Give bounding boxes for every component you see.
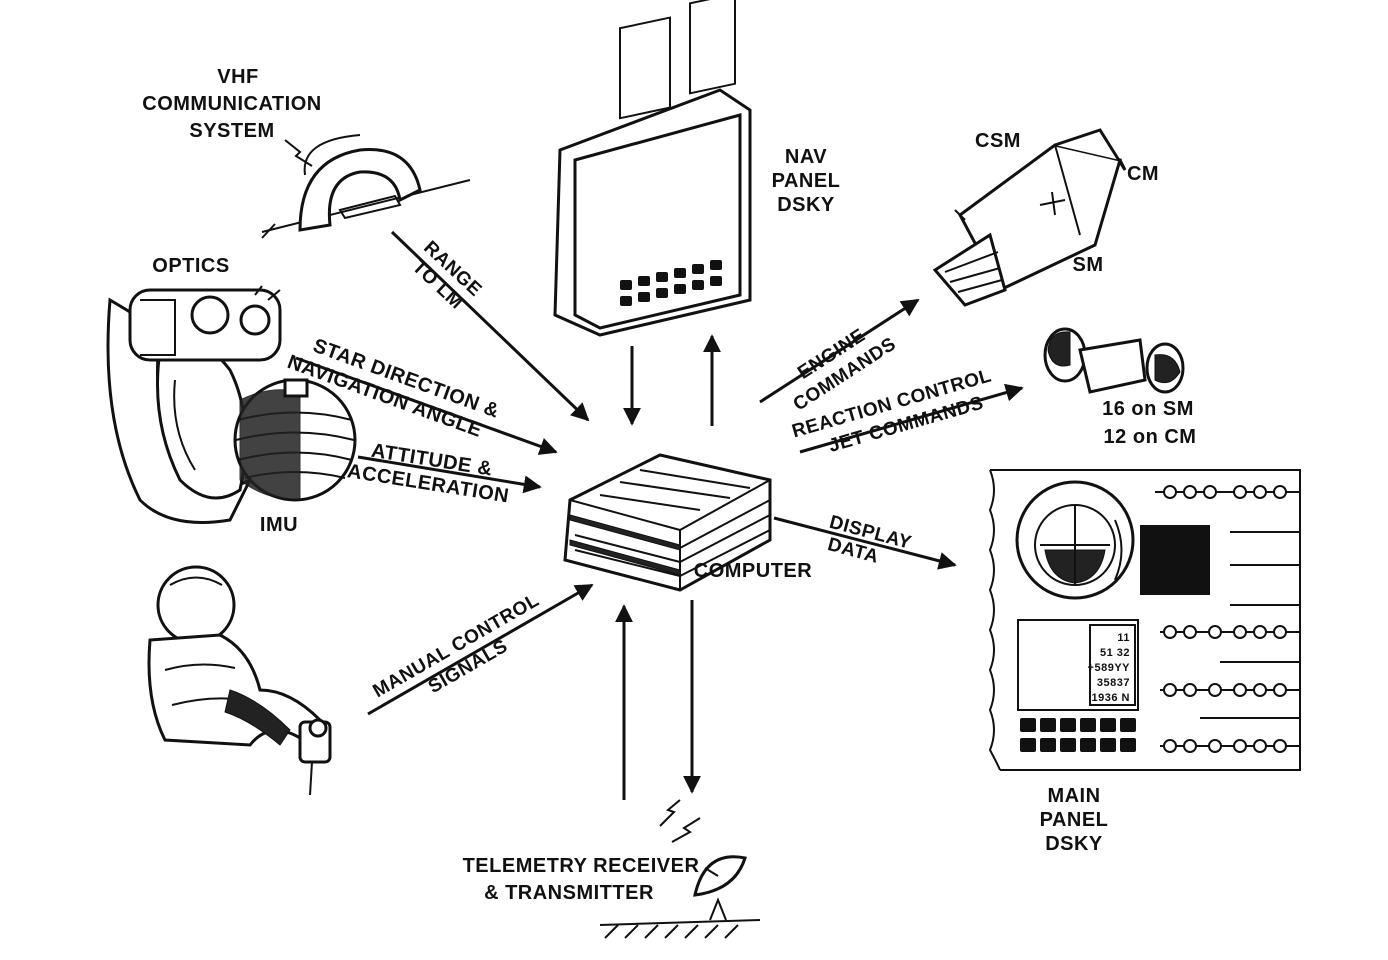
jets-count-label: 16 on SM 12 on CM (1102, 398, 1196, 448)
display-data-label: DISPLAY DATA (825, 512, 913, 568)
csm-label: CSM (975, 130, 1021, 152)
arrow-engine-commands (759, 298, 920, 404)
optics-label: OPTICS (152, 255, 229, 277)
astronaut-icon (147, 565, 332, 796)
svg-text:VHF: VHF (217, 66, 259, 88)
computer-icon (563, 453, 772, 592)
imu-label: IMU (260, 514, 298, 536)
attitude-label: ATTITUDE & ACCELERATION (346, 440, 511, 508)
svg-text:PANEL: PANEL (772, 170, 841, 192)
svg-text:& TRANSMITTER: & TRANSMITTER (484, 882, 654, 904)
svg-text:51 32: 51 32 (1100, 647, 1130, 659)
telemetry-label: TELEMETRY RECEIVER & TRANSMITTER (463, 855, 700, 904)
svg-text:35837: 35837 (1097, 677, 1130, 689)
rcs-jet-icon (1043, 327, 1185, 394)
optics-icon (106, 285, 282, 524)
csm-spacecraft-icon (932, 128, 1127, 307)
arrow-range-to-lm (390, 230, 590, 422)
svg-text:NAV: NAV (785, 146, 827, 168)
main-panel-dsky-icon: 11 51 32 +589YY 35837 1936 N (988, 469, 1301, 771)
manual-control-label: MANUAL CONTROL SIGNALS (370, 590, 543, 702)
vhf-antenna-icon (261, 134, 471, 239)
arrow-display-data (773, 516, 957, 570)
sm-label: SM (1073, 254, 1104, 276)
svg-text:COMMUNICATION: COMMUNICATION (142, 93, 321, 115)
computer-label: COMPUTER (694, 560, 813, 582)
vhf-label: VHF COMMUNICATION SYSTEM (142, 66, 321, 142)
svg-text:TELEMETRY RECEIVER: TELEMETRY RECEIVER (463, 855, 700, 877)
svg-text:SYSTEM: SYSTEM (189, 120, 274, 142)
imu-icon (233, 378, 357, 502)
main-panel-readout: 11 51 32 +589YY 35837 1936 N (1088, 632, 1131, 704)
nav-panel-dsky-icon (553, 0, 752, 337)
svg-text:12 on CM: 12 on CM (1104, 426, 1197, 448)
svg-text:MAIN: MAIN (1047, 785, 1100, 807)
arrow-manual-control (367, 583, 594, 716)
svg-text:PANEL: PANEL (1040, 809, 1109, 831)
svg-text:11: 11 (1117, 632, 1130, 644)
cm-label: CM (1127, 163, 1159, 185)
svg-text:DSKY: DSKY (1045, 833, 1103, 855)
svg-text:16 on SM: 16 on SM (1102, 398, 1194, 420)
svg-text:1936 N: 1936 N (1092, 692, 1130, 704)
range-to-lm-label: RANGE TO LM (408, 237, 486, 314)
telemetry-dish-icon (599, 799, 761, 939)
svg-text:+589YY: +589YY (1088, 662, 1131, 674)
vhf-leader-line (284, 139, 313, 167)
arrow-star-direction (295, 356, 558, 455)
nav-panel-label: NAV PANEL DSKY (772, 146, 841, 216)
arrow-reaction-control (799, 383, 1024, 454)
arrow-attitude (357, 455, 542, 494)
main-panel-label: MAIN PANEL DSKY (1040, 785, 1109, 855)
svg-text:DSKY: DSKY (777, 194, 835, 216)
